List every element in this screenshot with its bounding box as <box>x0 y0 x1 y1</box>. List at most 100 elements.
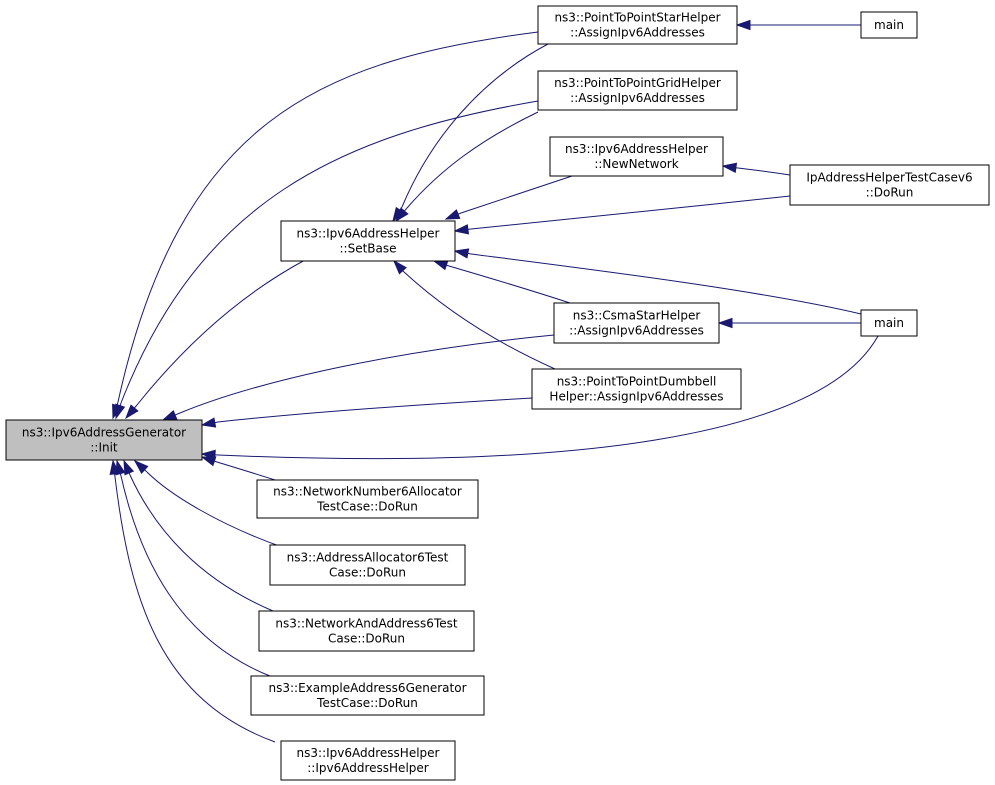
node-box <box>860 309 918 337</box>
arrow-head <box>392 259 407 275</box>
edge-line <box>401 43 549 208</box>
edge-line-end <box>144 469 148 473</box>
arrow-head <box>444 209 461 220</box>
node-csma[interactable]: ns3::CsmaStarHelper::AssignIpv6Addresses <box>553 302 720 344</box>
edge-dumbbell-to-setbase <box>392 259 556 370</box>
node-label-line: ns3::Ipv6AddressHelper <box>297 227 440 241</box>
node-label-line: ns3::NetworkNumber6Allocator <box>273 485 462 499</box>
edge-line <box>120 475 271 677</box>
node-label-line: Helper::AssignIpv6Addresses <box>549 390 723 404</box>
node-box <box>537 5 738 45</box>
node-box <box>256 479 479 519</box>
node-newnet[interactable]: ns3::Ipv6AddressHelper::NewNetwork <box>549 136 724 177</box>
arrow-head <box>125 404 139 420</box>
arrow-head <box>161 410 178 421</box>
node-label-line: TestCase::DoRun <box>316 696 418 710</box>
node-box <box>280 220 456 262</box>
edge-line <box>216 461 276 481</box>
node-label-line: Case::DoRun <box>329 566 406 580</box>
arrow-head <box>200 417 217 428</box>
node-star[interactable]: ns3::PointToPointStarHelper::AssignIpv6A… <box>537 5 738 45</box>
arrow-head <box>717 317 733 329</box>
node-label-line: ns3::CsmaStarHelper <box>573 309 701 323</box>
node-box <box>269 544 466 586</box>
node-ctor[interactable]: ns3::Ipv6AddressHelper::Ipv6AddressHelpe… <box>280 740 456 781</box>
node-label-line: Case::DoRun <box>328 632 405 646</box>
node-iptest[interactable]: IpAddressHelperTestCasev6::DoRun <box>789 164 990 206</box>
edge-line <box>737 167 791 176</box>
node-label-line: ns3::PointToPointDumbbell <box>557 375 717 389</box>
node-label-line: ::SetBase <box>339 242 396 256</box>
edge-line <box>129 474 274 612</box>
node-label-line: IpAddressHelperTestCasev6 <box>806 171 972 185</box>
edge-line <box>114 476 276 743</box>
node-label-line: ns3::Ipv6AddressHelper <box>565 142 708 156</box>
edge-line <box>179 334 555 414</box>
arrow-head <box>109 459 120 476</box>
edge-main2-to-setbase <box>453 248 862 315</box>
edge-grid-to-setbase <box>395 111 539 223</box>
arrow-head <box>395 207 409 223</box>
node-label-line: ns3::ExampleAddress6Generator <box>269 681 467 695</box>
node-box <box>280 740 456 781</box>
arrow-head <box>721 162 738 173</box>
edge-line-end <box>134 404 138 409</box>
arrow-head <box>432 260 449 271</box>
edge-netaddr-to-init <box>123 459 274 612</box>
arrow-head <box>115 403 126 420</box>
node-label-line: main <box>874 316 904 330</box>
edge-line <box>470 195 791 230</box>
edge-line <box>117 31 539 403</box>
edge-line <box>120 100 539 404</box>
arrow-head <box>123 459 135 476</box>
edge-line <box>146 471 283 548</box>
arrow-head <box>200 456 217 467</box>
edge-line <box>217 335 879 460</box>
node-label-line: ::NewNetwork <box>594 157 678 171</box>
edge-line-end <box>467 252 472 255</box>
edge-layer <box>109 19 879 743</box>
node-layer: ns3::Ipv6AddressGenerator::Initns3::Ipv6… <box>5 5 990 781</box>
edge-ctor-to-init <box>109 459 276 743</box>
node-label-line: ns3::PointToPointGridHelper <box>554 76 721 90</box>
node-netnum[interactable]: ns3::NetworkNumber6AllocatorTestCase::Do… <box>256 479 479 519</box>
edge-line-end <box>457 212 462 215</box>
node-setbase[interactable]: ns3::Ipv6AddressHelper::SetBase <box>280 220 456 262</box>
node-example[interactable]: ns3::ExampleAddress6GeneratorTestCase::D… <box>250 675 485 716</box>
edge-line <box>448 265 571 304</box>
edge-line <box>460 175 573 214</box>
edge-grid-to-init <box>115 100 539 420</box>
node-main1[interactable]: main <box>860 11 918 39</box>
edge-line-end <box>214 421 219 424</box>
edge-newnet-to-setbase <box>444 175 573 220</box>
edge-line <box>217 397 533 423</box>
edge-main1-to-star <box>735 19 861 31</box>
edge-setbase-to-init <box>125 259 306 420</box>
node-label-line: ::DoRun <box>866 186 914 200</box>
node-label-line: ::Init <box>90 441 118 455</box>
node-box <box>258 610 475 652</box>
node-main2[interactable]: main <box>860 309 918 337</box>
node-grid[interactable]: ns3::PointToPointGridHelper::AssignIpv6A… <box>537 70 738 111</box>
arrow-head <box>133 459 149 474</box>
node-label-line: ns3::AddressAllocator6Test <box>287 551 449 565</box>
edge-line-end <box>404 207 408 212</box>
edge-line <box>403 271 556 370</box>
node-box <box>531 368 742 410</box>
node-dumbbell[interactable]: ns3::PointToPointDumbbellHelper::AssignI… <box>531 368 742 410</box>
arrow-head <box>735 19 751 31</box>
node-label-line: ns3::PointToPointStarHelper <box>554 11 720 25</box>
edge-main2-to-csma <box>717 317 861 329</box>
edge-line <box>136 259 306 406</box>
node-label-line: TestCase::DoRun <box>316 500 418 514</box>
edge-iptest-to-newnet <box>721 162 791 176</box>
edge-dumbbell-to-init <box>200 397 533 428</box>
edge-star-to-setbase <box>392 43 549 223</box>
node-init[interactable]: ns3::Ipv6AddressGenerator::Init <box>5 419 203 461</box>
node-label-line: ::AssignIpv6Addresses <box>570 26 705 40</box>
edge-line-end <box>174 412 181 416</box>
arrow-head <box>453 248 470 259</box>
